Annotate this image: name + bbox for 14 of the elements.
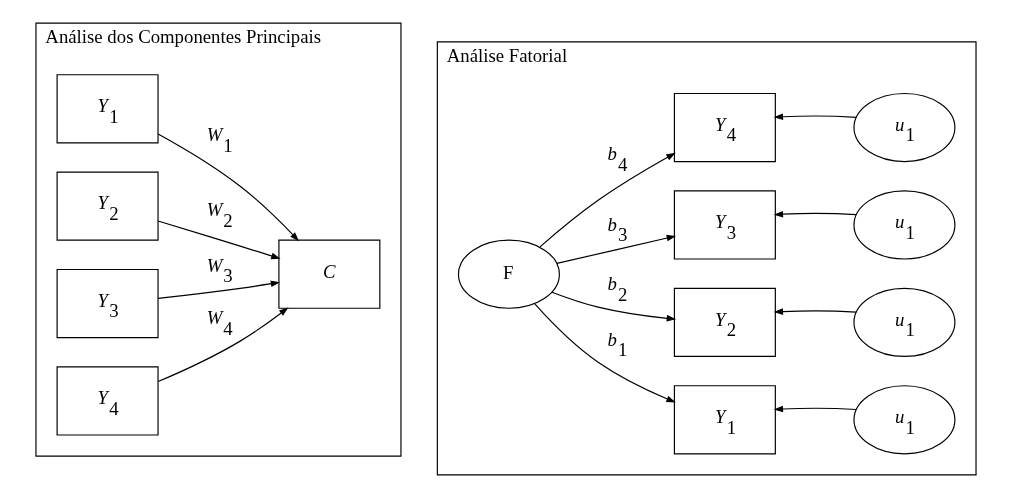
arrow <box>539 152 676 247</box>
arrow <box>551 291 677 322</box>
arrow <box>157 219 281 259</box>
node-box: C <box>278 239 381 309</box>
arrow <box>157 280 281 299</box>
arrow <box>773 405 857 412</box>
arrow <box>773 307 857 315</box>
arrow <box>534 302 676 403</box>
arrow <box>556 234 677 264</box>
arrow <box>773 210 857 217</box>
arrow <box>157 132 300 241</box>
arrow <box>773 112 857 120</box>
arrow <box>157 306 289 382</box>
node-ellipse: F <box>457 239 560 309</box>
